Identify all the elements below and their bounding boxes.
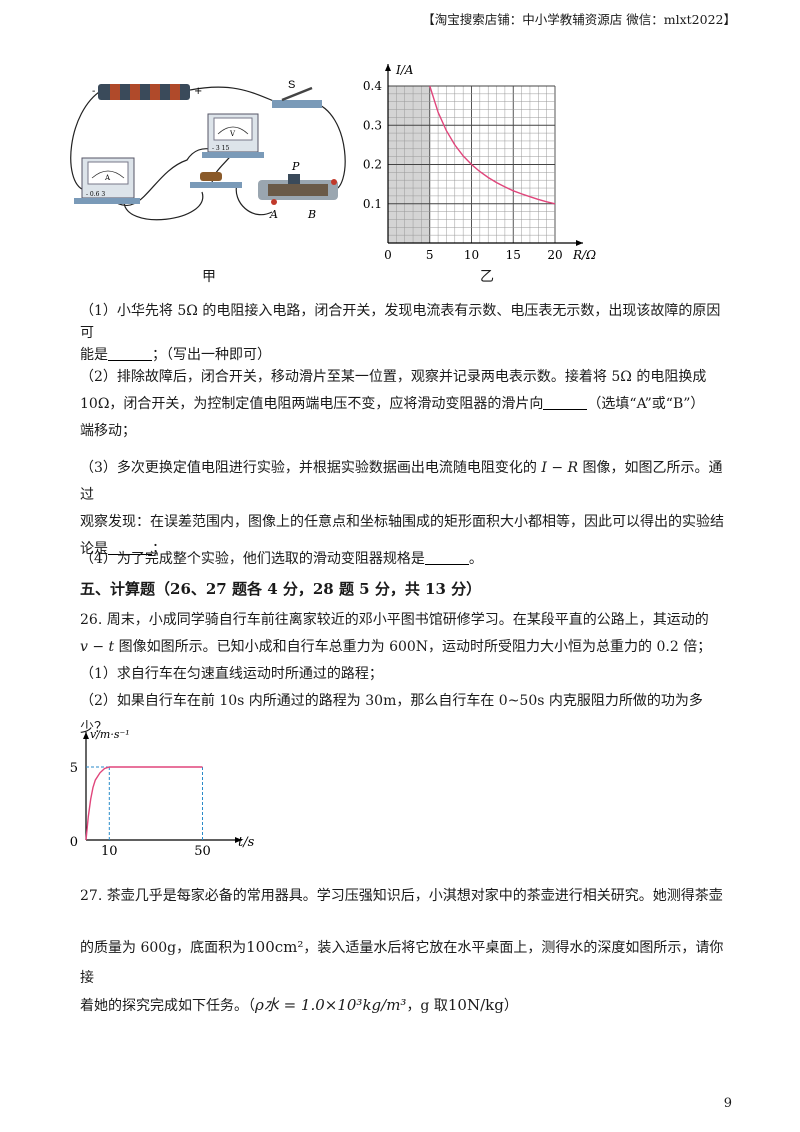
wire <box>311 101 346 191</box>
q25-part3: （3）多次更换定值电阻进行实验，并根据实验数据画出电流随电阻变化的 I − R … <box>80 460 724 557</box>
answer-blank <box>108 540 152 555</box>
y-axis-arrow <box>385 64 391 71</box>
svg-text:+: + <box>194 86 202 97</box>
x-tick-label: 10 <box>464 248 479 262</box>
section-heading: 五、计算题（26、27 题各 4 分，28 题 5 分，共 13 分） <box>80 580 482 598</box>
wire <box>111 148 221 207</box>
svg-text:P: P <box>291 160 300 173</box>
x-axis-arrow <box>576 240 583 246</box>
battery: - + <box>92 84 202 100</box>
answer-blank <box>108 346 152 361</box>
svg-text:-: - <box>92 86 95 97</box>
wire <box>70 89 103 191</box>
x-tick-label: 50 <box>194 844 211 859</box>
q25-part2: （2）排除故障后，闭合开关，移动滑片至某一位置，观察并记录两电表示数。接着将 5… <box>80 369 707 439</box>
x-tick-label: 0 <box>384 248 392 262</box>
q27-line1: 27. 茶壶几乎是每家必备的常用器具。学习压强知识后，小淇想对家中的茶壶进行相关… <box>80 888 723 904</box>
svg-text:V: V <box>229 130 236 138</box>
q26-stem: 26. 周末，小成同学骑自行车前往离家较近的邓小平图书馆研修学习。在某段平直的公… <box>80 612 712 736</box>
svg-text:- 0.6 3: - 0.6 3 <box>86 191 105 198</box>
q27-line2: 的质量为 600g，底面积为100cm²，装入适量水后将它放在水平桌面上，测得水… <box>80 938 724 986</box>
sliding-rheostat: P A B <box>258 160 338 221</box>
y-tick-label: 5 <box>70 761 78 776</box>
x-tick-label: 5 <box>426 248 434 262</box>
fixed-resistor <box>190 172 242 188</box>
x-tick-label: 15 <box>506 248 521 262</box>
switch: S <box>272 79 322 108</box>
x-axis-label: t/s <box>238 835 255 850</box>
svg-text:A: A <box>269 208 278 221</box>
y-tick-label: 0.1 <box>363 197 382 211</box>
y-axis-label: I/A <box>395 63 414 77</box>
wire <box>123 191 204 221</box>
answer-blank <box>543 395 588 410</box>
x-axis-arrow <box>235 837 242 843</box>
i-r-curve <box>429 85 556 205</box>
answer-blank <box>424 550 469 565</box>
q27-line3: 着她的探究完成如下任务。（ρ水 = 1.0×10³kg/m³，g 取10N/kg… <box>80 996 518 1014</box>
wire <box>235 183 273 216</box>
page-header: 【淘宝搜索店铺：中小学教辅资源店 微信：mlxt2022】 <box>422 12 736 27</box>
i-r-graph: 0 5 10 15 20 0.1 0.2 0.3 0.4 I/A R/Ω <box>363 63 596 262</box>
y-axis-arrow <box>83 732 89 739</box>
y-tick-label: 0.4 <box>363 79 382 93</box>
svg-text:- 3 15: - 3 15 <box>212 145 229 152</box>
origin-label: 0 <box>70 835 78 850</box>
svg-text:B: B <box>307 208 316 221</box>
x-tick-label: 20 <box>547 248 562 262</box>
circuit-diagram: - + S V - 3 15 A - 0.6 3 P A B <box>70 79 346 221</box>
x-tick-label: 10 <box>101 844 118 859</box>
x-axis-label: R/Ω <box>572 248 596 262</box>
svg-text:S: S <box>288 79 295 91</box>
y-axis-label: v/m·s⁻¹ <box>90 728 130 741</box>
y-tick-label: 0.2 <box>363 158 382 172</box>
figure-jia-caption: 甲 <box>202 269 216 285</box>
wire <box>189 86 277 103</box>
figure-yi-caption: 乙 <box>480 269 494 285</box>
page-number: 9 <box>723 1096 732 1111</box>
q25-part1: （1）小华先将 5Ω 的电阻接入电路，闭合开关，发现电流表有示数、电压表无示数，… <box>80 303 721 363</box>
v-t-curve <box>85 766 203 841</box>
q25-part4: （4）为了完成整个实验，他们选取的滑动变阻器规格是。 <box>80 550 483 567</box>
ammeter: A - 0.6 3 <box>74 157 140 204</box>
voltmeter: V - 3 15 <box>202 113 264 158</box>
y-tick-label: 0.3 <box>363 118 382 132</box>
svg-text:A: A <box>104 174 111 182</box>
